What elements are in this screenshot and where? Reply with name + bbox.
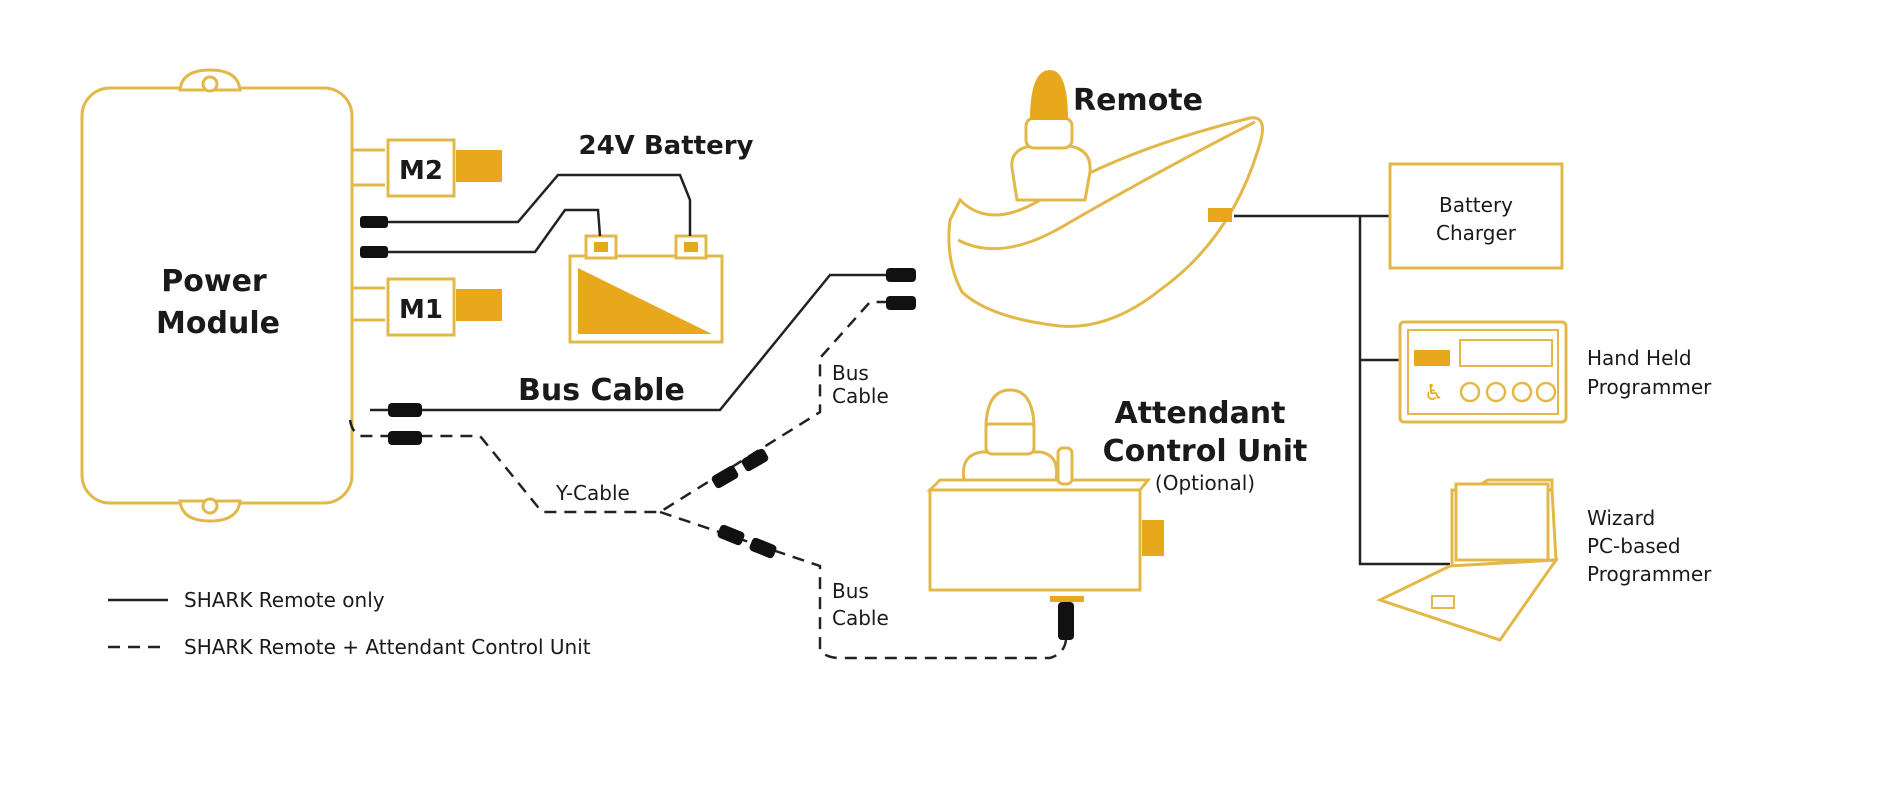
battery-wire-positive (370, 173, 692, 236)
attendant-optional-label: (Optional) (1155, 471, 1255, 495)
bus-cable-lower-label-2: Cable (832, 606, 889, 630)
power-module-label-1: Power (161, 264, 267, 299)
wheelchair-icon: ♿ (1424, 381, 1444, 406)
m2-label: M2 (399, 156, 443, 186)
legend-solid-label: SHARK Remote only (184, 588, 385, 612)
attendant-control-unit (926, 388, 1164, 640)
motor-m2: M2 (386, 138, 502, 198)
battery-plug-2 (360, 246, 388, 258)
y-plug-power (388, 431, 422, 445)
battery: 24V Battery (568, 131, 754, 344)
power-module-label-2: Module (156, 306, 280, 341)
remote: Remote (947, 70, 1264, 328)
attendant-label-1: Attendant (1114, 396, 1285, 431)
battery-charger-label-1: Battery (1439, 193, 1513, 217)
bus-cable-upper-label-2: Cable (832, 384, 889, 408)
y-cable-upper-dashed (348, 300, 912, 514)
power-module: Power Module (80, 68, 385, 523)
battery-charger-label-2: Charger (1436, 221, 1517, 245)
battery-wire-negative (370, 208, 602, 254)
programmer-bus (1358, 216, 1450, 566)
battery-charger: Battery Charger (1388, 162, 1564, 270)
bus-plug-power-1 (388, 403, 422, 417)
m1-label: M1 (399, 295, 443, 325)
y-cable-upper-plugs (711, 448, 769, 489)
hand-held-programmer: ♿ (1398, 320, 1568, 424)
bus-cable-main-label: Bus Cable (518, 373, 685, 408)
bus-plug-remote-2 (886, 296, 916, 310)
battery-label: 24V Battery (579, 131, 754, 161)
wizard-laptop (1376, 478, 1560, 642)
bus-plug-remote-1 (886, 268, 916, 282)
legend-dashed-label: SHARK Remote + Attendant Control Unit (184, 635, 591, 659)
motor-m1: M1 (386, 277, 502, 337)
hand-held-label-2: Programmer (1587, 375, 1712, 399)
remote-label: Remote (1073, 83, 1203, 118)
attendant-label-2: Control Unit (1103, 434, 1308, 469)
hand-held-label-1: Hand Held (1587, 346, 1692, 370)
y-cable-lower-dashed (659, 510, 1068, 660)
wizard-label-1: Wizard (1587, 506, 1655, 530)
bus-cable-solid (370, 273, 910, 412)
battery-plug-1 (360, 216, 388, 228)
y-cable-lower-plugs (717, 524, 777, 559)
bus-cable-upper-label-1: Bus (832, 361, 869, 385)
wizard-label-2: PC-based (1587, 534, 1681, 558)
wizard-label-3: Programmer (1587, 562, 1712, 586)
legend: SHARK Remote only SHARK Remote + Attenda… (108, 588, 591, 659)
y-cable-label: Y-Cable (555, 481, 630, 505)
bus-cable-lower-label-1: Bus (832, 579, 869, 603)
